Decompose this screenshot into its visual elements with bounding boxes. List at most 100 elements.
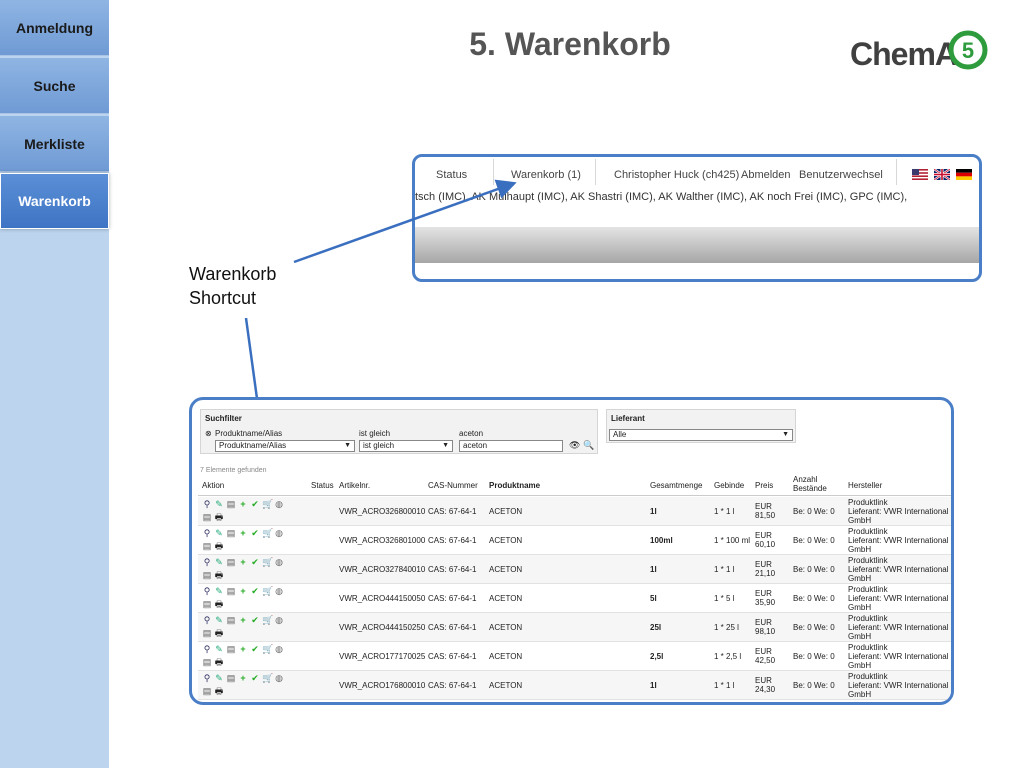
document-icon[interactable]: ▤ bbox=[226, 499, 236, 509]
cas-cell: CAS: 67-64-1 bbox=[428, 623, 477, 632]
edit-icon[interactable]: ✎ bbox=[215, 673, 223, 683]
nav-status[interactable]: Status bbox=[436, 169, 468, 181]
printer-icon[interactable]: 🖶 bbox=[214, 570, 224, 580]
magnifier-icon[interactable]: ⚲ bbox=[203, 528, 211, 538]
document-icon[interactable]: ▤ bbox=[226, 644, 236, 654]
lieferant-select[interactable]: Alle▼ bbox=[609, 429, 793, 441]
magnifier-icon[interactable]: ⚲ bbox=[203, 499, 211, 509]
add-icon[interactable]: + bbox=[240, 673, 246, 683]
lieferant-gmbh: GmbH bbox=[848, 516, 872, 525]
search-icon[interactable]: 🔍 bbox=[583, 440, 595, 450]
magnifier-icon[interactable]: ⚲ bbox=[203, 586, 211, 596]
disc-icon[interactable]: ◍ bbox=[275, 557, 283, 567]
cart-icon[interactable]: 🛒 bbox=[262, 499, 274, 509]
printer-icon[interactable]: 🖶 bbox=[214, 628, 224, 638]
add-icon[interactable]: + bbox=[240, 586, 246, 596]
cart-icon[interactable]: 🛒 bbox=[262, 528, 274, 538]
printer-icon[interactable]: 🖶 bbox=[214, 686, 224, 696]
col-anzahl: Anzahl bbox=[793, 475, 818, 484]
produktlink[interactable]: Produktlink bbox=[848, 556, 888, 565]
printer-icon[interactable]: 🖶 bbox=[214, 512, 224, 522]
edit-icon[interactable]: ✎ bbox=[215, 499, 223, 509]
document-icon[interactable]: ▤ bbox=[226, 528, 236, 538]
col-artikel[interactable]: Artikelnr. bbox=[339, 481, 371, 490]
magnifier-icon[interactable]: ⚲ bbox=[203, 557, 211, 567]
sidebar-item-merkliste[interactable]: Merkliste bbox=[0, 116, 109, 172]
add-icon[interactable]: + bbox=[240, 644, 246, 654]
magnifier-icon[interactable]: ⚲ bbox=[203, 615, 211, 625]
de-flag-icon[interactable] bbox=[956, 169, 972, 180]
sheet-icon[interactable]: ▤ bbox=[202, 570, 212, 580]
lieferant-text: Lieferant: VWR International bbox=[848, 507, 949, 516]
add-icon[interactable]: + bbox=[240, 615, 246, 625]
col-produkt[interactable]: Produktname bbox=[489, 481, 541, 490]
check-icon[interactable]: ✔ bbox=[251, 499, 259, 509]
cart-icon[interactable]: 🛒 bbox=[262, 644, 274, 654]
col-preis[interactable]: Preis bbox=[755, 481, 774, 490]
produktlink[interactable]: Produktlink bbox=[848, 672, 888, 681]
disc-icon[interactable]: ◍ bbox=[275, 499, 283, 509]
printer-icon[interactable]: 🖶 bbox=[214, 657, 224, 667]
document-icon[interactable]: ▤ bbox=[226, 557, 236, 567]
sheet-icon[interactable]: ▤ bbox=[202, 686, 212, 696]
add-icon[interactable]: + bbox=[240, 528, 246, 538]
add-icon[interactable]: + bbox=[240, 499, 246, 509]
eye-icon[interactable]: 👁 bbox=[569, 440, 581, 450]
nav-switch-user[interactable]: Benutzerwechsel bbox=[799, 169, 883, 181]
edit-icon[interactable]: ✎ bbox=[215, 528, 223, 538]
produktlink[interactable]: Produktlink bbox=[848, 643, 888, 652]
produktlink[interactable]: Produktlink bbox=[848, 585, 888, 594]
disc-icon[interactable]: ◍ bbox=[275, 586, 283, 596]
produktlink[interactable]: Produktlink bbox=[848, 498, 888, 507]
printer-icon[interactable]: 🖶 bbox=[214, 541, 224, 551]
check-icon[interactable]: ✔ bbox=[251, 528, 259, 538]
check-icon[interactable]: ✔ bbox=[251, 586, 259, 596]
uk-flag-icon[interactable] bbox=[934, 169, 950, 180]
document-icon[interactable]: ▤ bbox=[226, 615, 236, 625]
edit-icon[interactable]: ✎ bbox=[215, 557, 223, 567]
search-input[interactable]: aceton bbox=[459, 440, 563, 452]
cart-icon[interactable]: 🛒 bbox=[262, 673, 274, 683]
add-icon[interactable]: + bbox=[240, 557, 246, 567]
cart-icon[interactable]: 🛒 bbox=[262, 615, 274, 625]
printer-icon[interactable]: 🖶 bbox=[214, 599, 224, 609]
check-icon[interactable]: ✔ bbox=[251, 644, 259, 654]
magnifier-icon[interactable]: ⚲ bbox=[203, 673, 211, 683]
sheet-icon[interactable]: ▤ bbox=[202, 512, 212, 522]
nav-warenkorb-shortcut[interactable]: Warenkorb (1) bbox=[511, 169, 581, 181]
col-cas[interactable]: CAS-Nummer bbox=[428, 481, 478, 490]
magnifier-icon[interactable]: ⚲ bbox=[203, 644, 211, 654]
edit-icon[interactable]: ✎ bbox=[215, 615, 223, 625]
us-flag-icon[interactable] bbox=[912, 169, 928, 180]
sheet-icon[interactable]: ▤ bbox=[202, 657, 212, 667]
produktlink[interactable]: Produktlink bbox=[848, 527, 888, 536]
sheet-icon[interactable]: ▤ bbox=[202, 541, 212, 551]
disc-icon[interactable]: ◍ bbox=[275, 673, 283, 683]
sheet-icon[interactable]: ▤ bbox=[202, 599, 212, 609]
check-icon[interactable]: ✔ bbox=[251, 615, 259, 625]
edit-icon[interactable]: ✎ bbox=[215, 644, 223, 654]
sidebar-item-suche[interactable]: Suche bbox=[0, 58, 109, 114]
document-icon[interactable]: ▤ bbox=[226, 673, 236, 683]
remove-filter-icon[interactable]: ⊗ bbox=[205, 429, 212, 438]
disc-icon[interactable]: ◍ bbox=[275, 644, 283, 654]
check-icon[interactable]: ✔ bbox=[251, 673, 259, 683]
col-menge[interactable]: Gesamtmenge bbox=[650, 481, 703, 490]
search-results-screenshot: Suchfilter ⊗ Produktname/Alias ist gleic… bbox=[189, 397, 954, 705]
cart-icon[interactable]: 🛒 bbox=[262, 557, 274, 567]
nav-logout[interactable]: Abmelden bbox=[741, 169, 791, 181]
sheet-icon[interactable]: ▤ bbox=[202, 628, 212, 638]
sidebar-item-anmeldung[interactable]: Anmeldung bbox=[0, 0, 109, 56]
produktlink[interactable]: Produktlink bbox=[848, 614, 888, 623]
menge-cell: 2,5l bbox=[650, 652, 664, 661]
disc-icon[interactable]: ◍ bbox=[275, 528, 283, 538]
cart-icon[interactable]: 🛒 bbox=[262, 586, 274, 596]
op-select[interactable]: ist gleich▼ bbox=[359, 440, 453, 452]
edit-icon[interactable]: ✎ bbox=[215, 586, 223, 596]
check-icon[interactable]: ✔ bbox=[251, 557, 259, 567]
disc-icon[interactable]: ◍ bbox=[275, 615, 283, 625]
field-select[interactable]: Produktname/Alias▼ bbox=[215, 440, 355, 452]
document-icon[interactable]: ▤ bbox=[226, 586, 236, 596]
sidebar-item-warenkorb[interactable]: Warenkorb bbox=[0, 173, 109, 229]
